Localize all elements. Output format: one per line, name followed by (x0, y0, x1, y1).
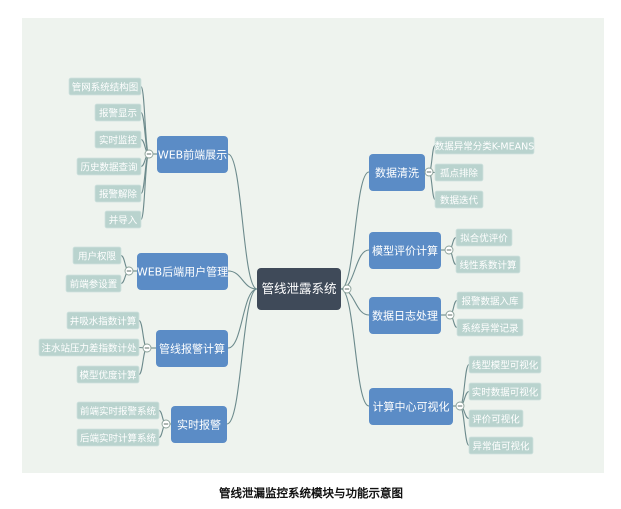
branch-label: WEB前端展示 (158, 148, 227, 162)
svg-text:前端实时报警系统: 前端实时报警系统 (80, 406, 157, 418)
svg-text:实时数据可视化: 实时数据可视化 (472, 387, 539, 399)
leaf-node[interactable]: 历史数据查询 (76, 157, 142, 176)
leaf-node[interactable]: 拟合优评价 (455, 228, 513, 247)
svg-text:线型模型可视化: 线型模型可视化 (472, 360, 539, 372)
svg-text:线性系数计算: 线性系数计算 (459, 260, 516, 272)
root-box (257, 268, 341, 310)
leaf-node[interactable]: 实时监控 (94, 130, 142, 149)
svg-text:报警解除: 报警解除 (99, 189, 138, 201)
svg-text:数据迭代: 数据迭代 (440, 195, 479, 207)
root-connector (227, 153, 258, 290)
svg-text:前端参设置: 前端参设置 (70, 279, 118, 291)
branch-label: 模型评价计算 (372, 244, 438, 258)
leaf-node[interactable]: 数据迭代 (434, 190, 484, 209)
root-connector (340, 171, 370, 290)
svg-text:数据异常分类K-MEANS: 数据异常分类K-MEANS (435, 141, 535, 153)
svg-text:拟合优评价: 拟合优评价 (460, 233, 508, 245)
svg-text:孤点排除: 孤点排除 (440, 168, 479, 180)
branch-label: 数据清洗 (375, 166, 419, 180)
leaf-node[interactable]: 井吸水指数计算 (66, 311, 140, 330)
collapse-toggle[interactable] (161, 419, 171, 429)
collapse-toggle[interactable] (445, 310, 455, 320)
svg-text:模型优度计算: 模型优度计算 (79, 370, 136, 382)
root-connector (226, 288, 258, 425)
svg-text:历史数据查询: 历史数据查询 (80, 162, 137, 174)
leaf-node[interactable]: 管网系统结构图 (68, 77, 142, 96)
svg-text:管网系统结构图: 管网系统结构图 (72, 82, 139, 94)
branch-model-evaluation[interactable]: 模型评价计算 (369, 232, 441, 269)
leaf-node[interactable]: 评价可视化 (468, 409, 524, 428)
svg-text:实时监控: 实时监控 (99, 135, 138, 147)
branch-pipeline-alarm-calc[interactable]: 管线报警计算 (156, 330, 228, 367)
leaf-node[interactable]: 报警数据入库 (456, 291, 524, 310)
svg-text:报警数据入库: 报警数据入库 (461, 296, 519, 308)
leaf-node[interactable]: 后端实时计算系统 (76, 428, 160, 447)
figure-caption: 管线泄漏监控系统模块与功能示意图 (219, 486, 403, 500)
root-toggle[interactable] (342, 284, 352, 294)
leaf-node[interactable]: 模型优度计算 (76, 365, 140, 384)
collapse-toggle[interactable] (455, 401, 465, 411)
leaf-node[interactable]: 注水站压力差指数计处 (38, 338, 140, 357)
leaf-node[interactable]: 线性系数计算 (455, 255, 521, 274)
leaf-node[interactable]: 孤点排除 (434, 163, 484, 182)
branch-data-log[interactable]: 数据日志处理 (369, 297, 441, 334)
branch-label: WEB后端用户管理 (137, 265, 228, 279)
branch-data-cleaning[interactable]: 数据清洗 (369, 154, 425, 191)
root-connector (227, 288, 258, 349)
branch-label: 数据日志处理 (372, 309, 438, 323)
leaf-node[interactable]: 报警显示 (94, 103, 142, 122)
svg-text:注水站压力差指数计处: 注水站压力差指数计处 (41, 343, 137, 355)
svg-text:报警显示: 报警显示 (99, 108, 137, 120)
branch-label: 管线报警计算 (159, 342, 225, 356)
leaf-node[interactable]: 线型模型可视化 (468, 355, 542, 374)
collapse-toggle[interactable] (144, 149, 154, 159)
svg-text:异常值可视化: 异常值可视化 (472, 441, 530, 453)
svg-text:系统异常记录: 系统异常记录 (461, 323, 519, 335)
leaf-node[interactable]: 报警解除 (94, 184, 142, 203)
branch-realtime-alarm[interactable]: 实时报警 (171, 406, 227, 443)
branch-label: 实时报警 (177, 418, 221, 432)
svg-text:评价可视化: 评价可视化 (472, 414, 520, 426)
branch-web-backend[interactable]: WEB后端用户管理 (137, 253, 228, 290)
branch-compute-visualization[interactable]: 计算中心可视化 (369, 388, 453, 425)
svg-text:后端实时计算系统: 后端实时计算系统 (80, 433, 157, 445)
collapse-toggle[interactable] (142, 343, 152, 353)
leaf-node[interactable]: 数据异常分类K-MEANS (434, 136, 535, 155)
leaf-node[interactable]: 实时数据可视化 (468, 382, 542, 401)
leaf-node[interactable]: 异常值可视化 (468, 436, 534, 455)
collapse-toggle[interactable] (124, 266, 134, 276)
leaf-node[interactable]: 前端参设置 (65, 274, 122, 293)
collapse-toggle[interactable] (444, 245, 454, 255)
svg-text:井吸水指数计算: 井吸水指数计算 (70, 316, 137, 328)
collapse-toggle[interactable] (424, 167, 434, 177)
root-connector (340, 288, 370, 407)
root-connector (227, 270, 258, 290)
svg-text:并导入: 并导入 (109, 215, 138, 227)
svg-text:用户权限: 用户权限 (78, 251, 117, 263)
leaf-node[interactable]: 系统异常记录 (456, 318, 524, 337)
leaf-node[interactable]: 前端实时报警系统 (76, 401, 160, 420)
root-label: 管线泄露系统 (261, 281, 336, 296)
leaf-node[interactable]: 并导入 (104, 210, 142, 229)
branch-web-frontend[interactable]: WEB前端展示 (157, 136, 228, 173)
leaf-node[interactable]: 用户权限 (72, 246, 122, 265)
branch-label: 计算中心可视化 (373, 400, 450, 414)
root-node: 管线泄露系统 (257, 268, 341, 310)
